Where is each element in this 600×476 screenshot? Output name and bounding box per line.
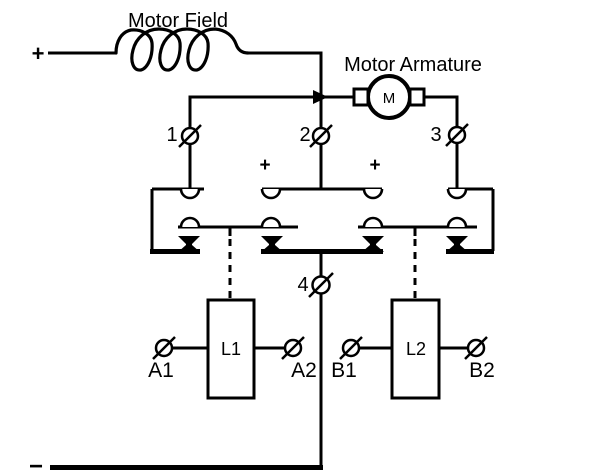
contact-pivot-3: [362, 236, 384, 252]
positive-supply-label: +: [32, 41, 45, 66]
coil-l1-label: L1: [221, 339, 241, 359]
terminal-1-slash: [178, 124, 202, 148]
terminal-3-slash: [445, 123, 469, 147]
terminal-a1-slash: [152, 336, 176, 360]
motor-field-coil-symbol: [114, 27, 250, 72]
motor-field-label: Motor Field: [128, 10, 228, 32]
contact-assembly: + +: [150, 143, 495, 299]
terminal-a1-label: A1: [148, 359, 174, 382]
positive-supply-branch: +: [32, 27, 323, 97]
coil-l2-box: [390, 298, 441, 400]
stationary-contact-4: [446, 188, 468, 200]
terminal-4-slash: [308, 272, 334, 298]
motor-armature-branch: [188, 74, 459, 128]
terminal-3-label: 3: [430, 124, 441, 146]
contact-pivot-2: [261, 236, 283, 252]
terminal-1-label: 1: [166, 124, 177, 146]
contact-pivot-1: [178, 236, 200, 252]
motor-brush-right: [408, 87, 426, 107]
terminal-2-slash: [309, 124, 333, 148]
polarity-mark-left: +: [259, 155, 270, 176]
terminal-b2-label: B2: [469, 359, 495, 382]
coil-l1-group: [152, 298, 305, 400]
terminal-2-label: 2: [299, 124, 310, 146]
moving-contact-bump-2: [260, 216, 282, 228]
motor-symbol-letter: M: [383, 90, 396, 107]
motor-brush-left: [352, 87, 370, 107]
terminal-a2-slash: [281, 336, 305, 360]
stationary-contact-2: [260, 188, 282, 200]
top-wire-to-junction: [246, 51, 323, 97]
negative-supply-branch: [50, 293, 323, 470]
motor-to-terminal3-wire: [424, 95, 459, 127]
junction-to-terminal1-wire: [188, 95, 321, 128]
stationary-contact-3: [362, 188, 384, 200]
negative-supply-label: −: [29, 453, 43, 476]
contact-pivot-4: [446, 236, 468, 252]
terminal-4-label: 4: [297, 274, 308, 296]
moving-contact-bump-4: [446, 216, 468, 228]
motor-armature-label: Motor Armature: [344, 54, 482, 76]
moving-contact-bump-3: [362, 216, 384, 228]
coil-l2-group: [339, 298, 488, 400]
terminal-b2-slash: [464, 336, 488, 360]
stationary-contact-1: [179, 188, 201, 200]
terminal-b1-slash: [339, 336, 363, 360]
moving-contact-bump-1: [179, 216, 201, 228]
polarity-mark-right: +: [369, 155, 380, 176]
terminal-symbols-row: [178, 123, 469, 148]
terminal-a2-label: A2: [291, 359, 317, 382]
terminal-b1-label: B1: [331, 359, 357, 382]
coil-l2-label: L2: [406, 339, 426, 359]
